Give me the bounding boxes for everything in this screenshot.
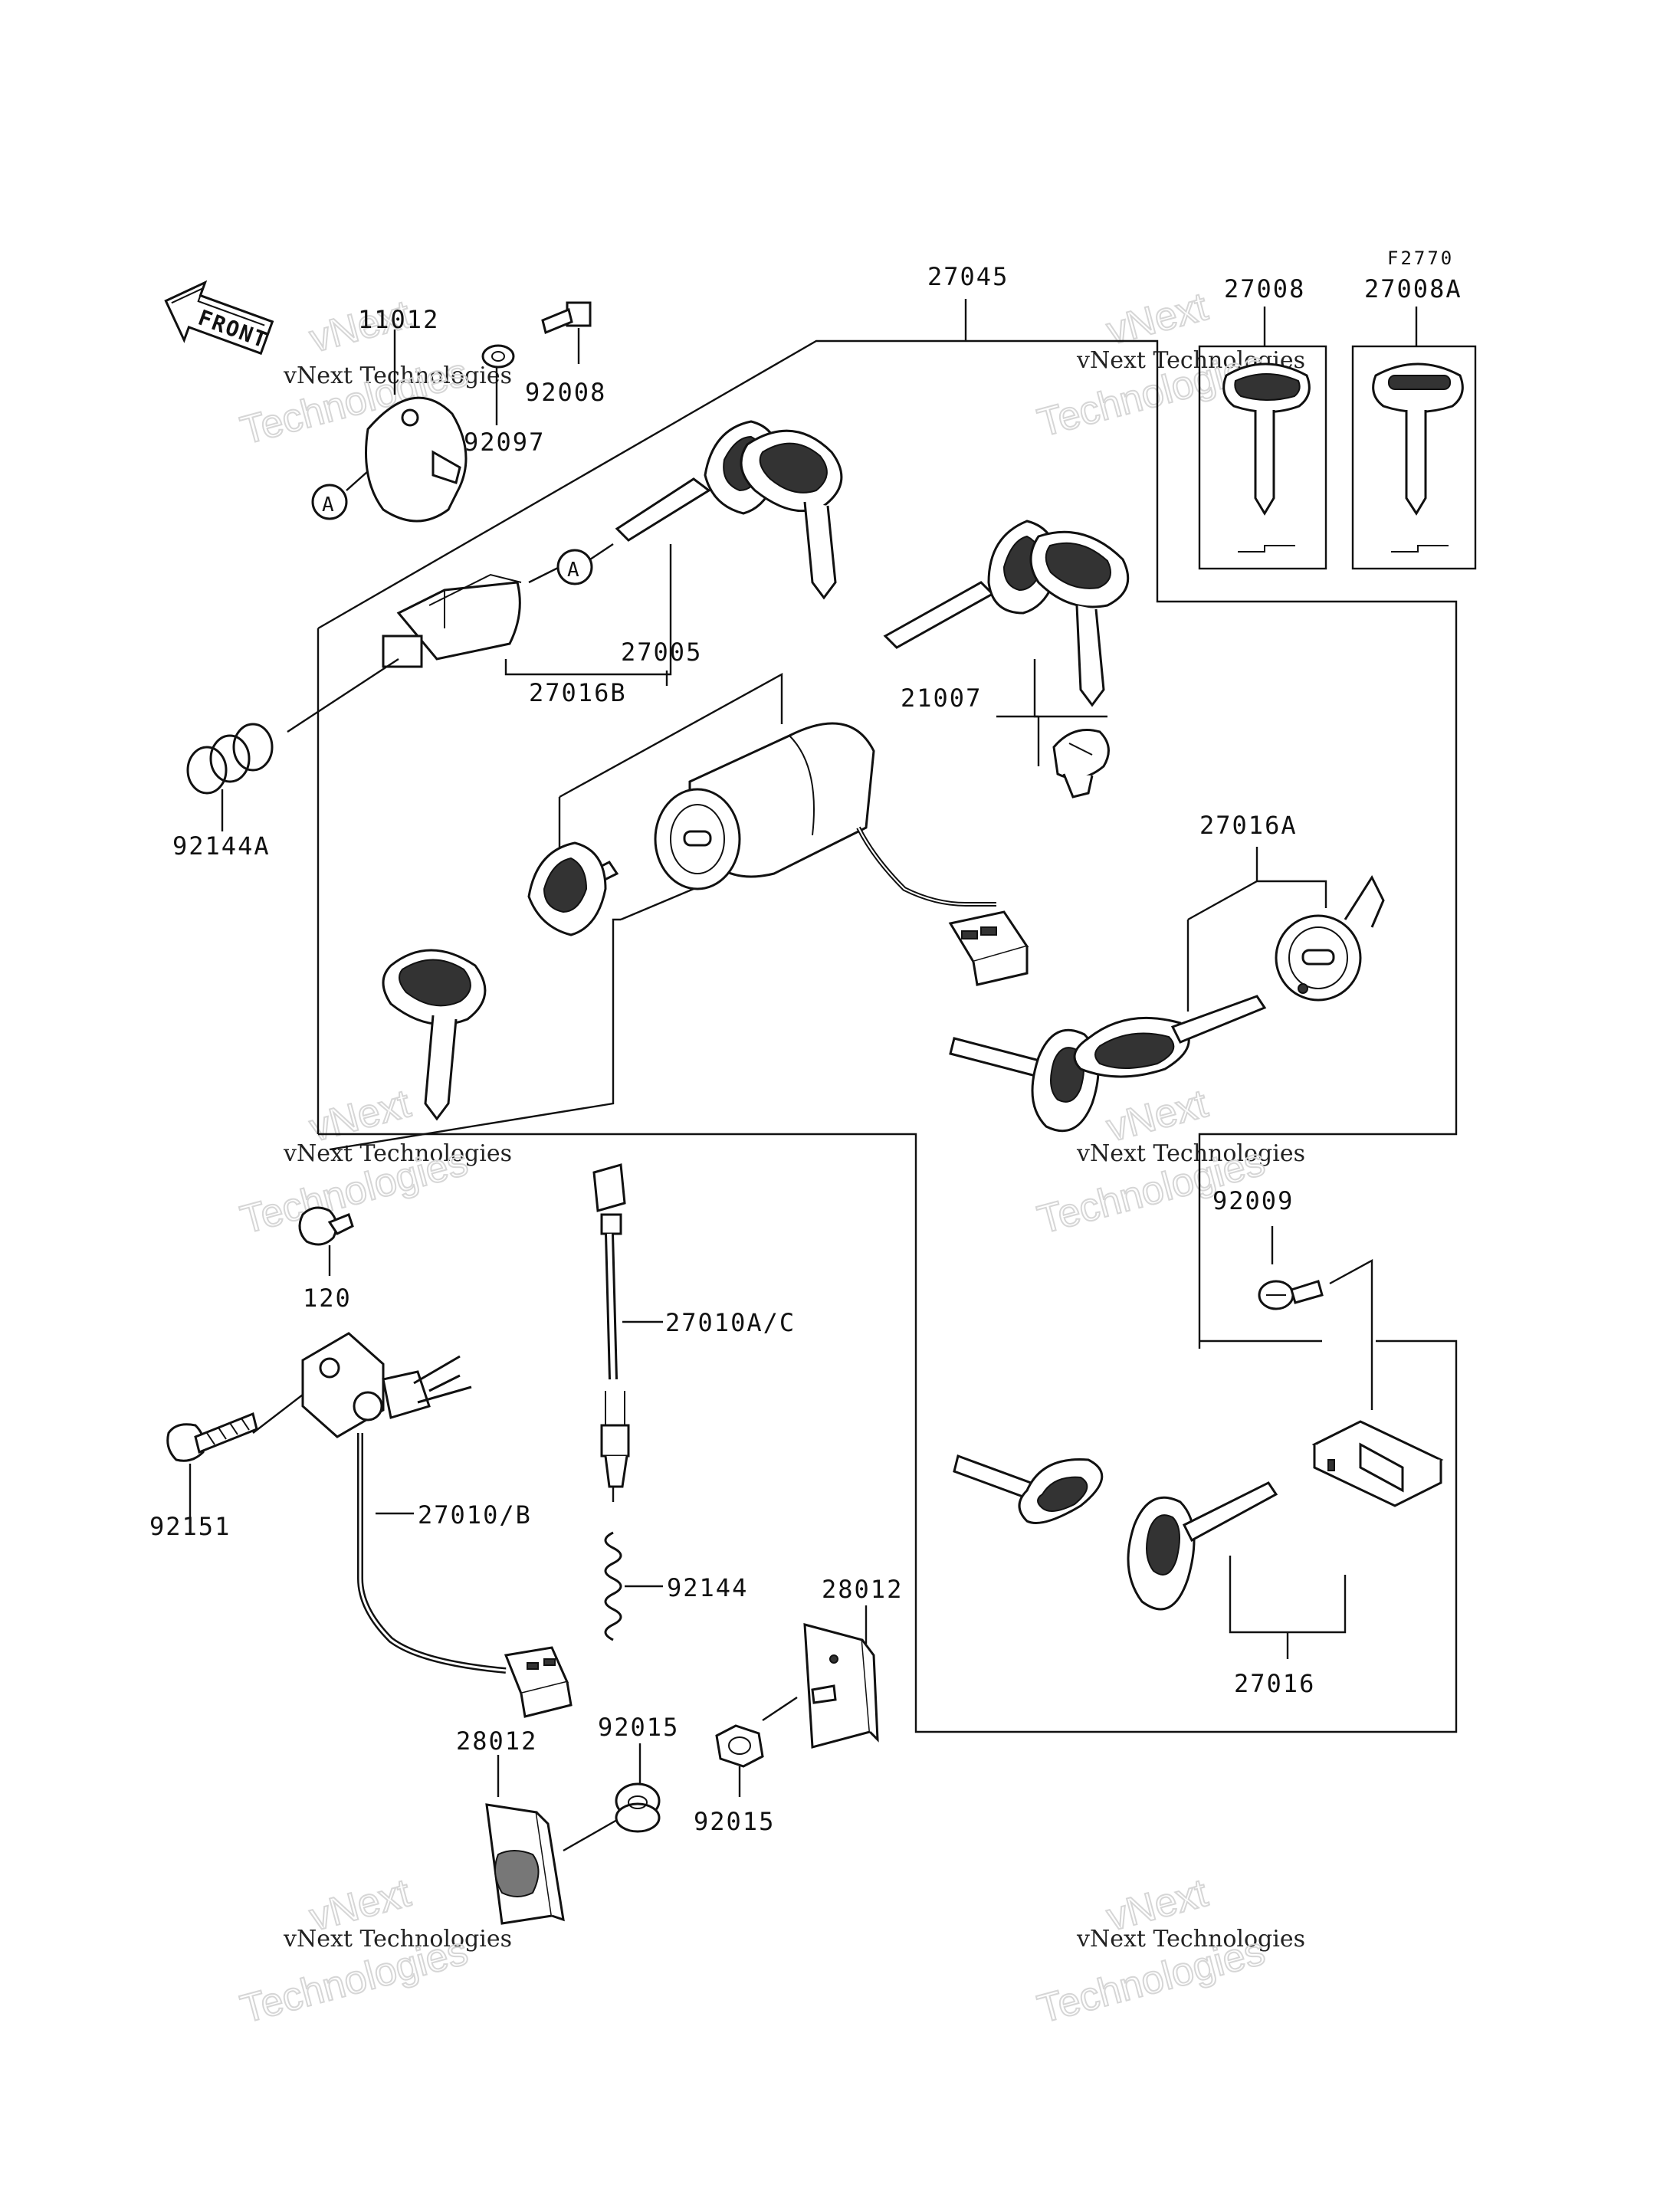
part-label: 92015 — [598, 1713, 679, 1742]
part-label: 92009 — [1212, 1186, 1294, 1215]
part-92008-bolt — [541, 301, 592, 364]
diagram-code: F2770 — [1387, 248, 1454, 269]
part-label: 92144A — [172, 831, 271, 861]
part-label: 27005 — [621, 638, 702, 667]
part-27010B-switch — [252, 1332, 573, 1718]
part-28012-plate-left — [485, 1755, 565, 1925]
part-label: 21007 — [901, 684, 982, 713]
part-11012-cover: A — [311, 330, 468, 523]
part-label: 92008 — [525, 378, 606, 407]
part-label: 11012 — [358, 305, 439, 334]
part-label: 92015 — [694, 1807, 775, 1836]
part-120-bolt — [298, 1206, 354, 1276]
part-92015-nut-left — [563, 1743, 661, 1852]
part-labels: 11012 92008 92097 27045 27008 27008A 270… — [149, 262, 1462, 1836]
part-27008A — [1351, 307, 1477, 570]
part-27008 — [1198, 307, 1327, 570]
part-label: 92151 — [149, 1512, 231, 1541]
part-92015-nut-right — [715, 1724, 764, 1797]
part-label: 27010/B — [418, 1500, 532, 1530]
watermarks: vNext Technologies vNext Technologies vN… — [235, 284, 1305, 2033]
part-label: 28012 — [822, 1575, 903, 1604]
part-label: 27008 — [1224, 274, 1305, 303]
part-27016A — [949, 847, 1385, 1133]
watermark-text: vNext Technologies — [1076, 1140, 1305, 1167]
part-92144A-spring — [186, 723, 274, 831]
watermark-text: vNext Technologies — [283, 362, 512, 389]
part-27016 — [953, 1420, 1444, 1659]
part-92097-washer — [481, 344, 515, 425]
part-label: 27016A — [1199, 811, 1298, 840]
marker-a: A — [322, 494, 336, 516]
marker-a: A — [567, 559, 581, 582]
part-92009-screw — [1258, 1226, 1373, 1410]
part-92151-bolt — [166, 1412, 258, 1525]
part-label: 27008A — [1364, 274, 1462, 303]
part-label: 28012 — [456, 1726, 537, 1756]
watermark-text: vNext Technologies — [283, 1140, 512, 1167]
part-21007 — [883, 520, 1130, 798]
part-27010AC-sensor — [592, 1163, 663, 1502]
part-28012-plate-right — [762, 1605, 879, 1749]
part-label: 92144 — [667, 1573, 748, 1602]
part-label: 27010A/C — [665, 1308, 796, 1337]
part-label: 27016 — [1234, 1669, 1315, 1698]
part-label: 92097 — [464, 428, 545, 457]
watermark-text: vNext Technologies — [1076, 1926, 1305, 1953]
part-label: 27045 — [927, 262, 1009, 291]
part-label: 27016B — [529, 678, 627, 707]
watermark-text: vNext Technologies — [283, 1926, 512, 1953]
front-arrow-icon: FRONT — [164, 280, 274, 356]
part-27005-ignition — [329, 671, 1029, 1151]
part-label: 120 — [303, 1284, 352, 1313]
part-92144-spring — [604, 1531, 663, 1641]
part-27016B: A — [287, 420, 843, 733]
